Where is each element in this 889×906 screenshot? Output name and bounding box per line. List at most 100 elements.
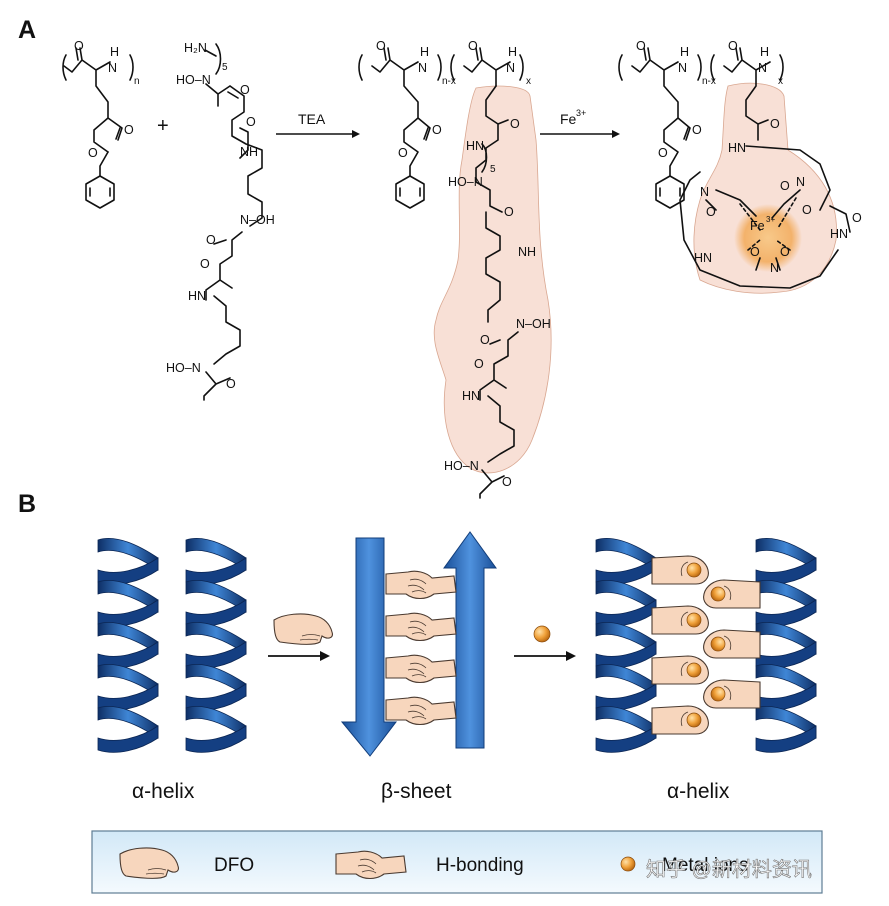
atom-nh: NH	[518, 245, 536, 259]
dfo-hand-icon	[273, 613, 333, 645]
atom-o: O	[240, 83, 250, 97]
caption-alpha-helix-left: α-helix	[132, 780, 195, 803]
atom-o: O	[226, 377, 236, 391]
atom-o: O	[728, 39, 738, 53]
fe-ion-label: Fe	[750, 219, 765, 233]
atom-o3: O	[88, 146, 98, 160]
reagent-tea: TEA	[298, 111, 326, 127]
hbond-handshake-3	[385, 654, 457, 684]
atom-n: N	[418, 61, 427, 75]
alpha-helix-left-2	[185, 538, 247, 753]
atom-o: O	[658, 146, 668, 160]
atom-o: O	[206, 233, 216, 247]
atom-hn: HN	[694, 251, 712, 265]
hbond-handshake-2	[385, 612, 457, 642]
atom-o: O	[74, 39, 84, 53]
sub-n: n	[134, 76, 140, 87]
atom-o: O	[432, 123, 442, 137]
molecule-pblg: O H N n O O	[62, 39, 140, 209]
atom-o: O	[510, 117, 520, 131]
atom-o: O	[200, 257, 210, 271]
atom-hn: HN	[462, 389, 480, 403]
atom-o: O	[692, 123, 702, 137]
sub-nx: n-x	[442, 76, 456, 87]
legend-dfo-label: DFO	[214, 855, 254, 876]
atom-o: O	[750, 245, 760, 259]
atom-hn: HN	[830, 227, 848, 241]
atom-o: O	[474, 357, 484, 371]
atom-o: O	[780, 245, 790, 259]
atom-hon: HO–N	[448, 175, 483, 189]
arrow-tea: TEA	[276, 111, 360, 138]
metal-ion-icon	[533, 625, 551, 643]
atom-n: N	[758, 61, 767, 75]
atom-o: O	[468, 39, 478, 53]
panel-label-a: A	[18, 16, 36, 44]
atom-n: N	[678, 61, 687, 75]
atom-noh: N–OH	[240, 213, 275, 227]
atom-o: O	[502, 475, 512, 489]
atom-h: H	[110, 45, 119, 59]
atom-n: N	[700, 185, 709, 199]
atom-o: O	[802, 203, 812, 217]
legend-metal-icon	[620, 856, 636, 872]
caption-beta-sheet: β-sheet	[381, 780, 452, 803]
atom-o: O	[636, 39, 646, 53]
atom-o: O	[780, 179, 790, 193]
atom-h: H	[420, 45, 429, 59]
arrow-b1	[268, 651, 330, 661]
caption-alpha-helix-right: α-helix	[667, 780, 730, 803]
atom-o: O	[504, 205, 514, 219]
sub-x: x	[526, 76, 531, 87]
atom-hon: HO–N	[444, 459, 479, 473]
atom-hon: HO–N	[176, 73, 211, 87]
atom-n: N	[770, 261, 779, 275]
hbond-handshake-4	[385, 696, 457, 726]
reagent-fe-charge: 3+	[576, 108, 586, 118]
arrow-b2	[514, 651, 576, 661]
atom-n: N	[108, 61, 117, 75]
atom-h: H	[508, 45, 517, 59]
atom-hn: HN	[188, 289, 206, 303]
alpha-helix-left-1	[97, 538, 159, 753]
atom-o: O	[852, 211, 862, 225]
sub-nx: n-x	[702, 76, 716, 87]
atom-o: O	[246, 115, 256, 129]
reagent-fe: Fe	[560, 111, 577, 127]
atom-n: N	[506, 61, 515, 75]
beta-sheet	[340, 531, 497, 757]
sub-5: 5	[222, 62, 228, 73]
fe-glow	[734, 204, 802, 272]
atom-o: O	[376, 39, 386, 53]
molecule-grafted: O H N n-x O H N x O O O HN 5 HO–N O NH N…	[358, 39, 552, 499]
atom-o: O	[770, 117, 780, 131]
atom-o: O	[398, 146, 408, 160]
alpha-helix-right-2	[755, 538, 817, 753]
legend-box: DFO H-bonding Metal ions	[91, 830, 823, 894]
atom-h: H	[680, 45, 689, 59]
molecule-dfo: H₂N 5 HO–N O O NH N–OH O O HN HO–N O	[166, 41, 275, 401]
arrow-fe: Fe 3+	[540, 108, 620, 138]
molecule-fe-complex: O H N n-x O H N x O O O HN N O N O O O O…	[618, 39, 862, 294]
legend-hbond-label: H-bonding	[436, 855, 524, 876]
atom-hn: HN	[466, 139, 484, 153]
atom-nh: NH	[240, 145, 258, 159]
atom-o: O	[706, 205, 716, 219]
metal-coordination-hands	[651, 555, 761, 735]
hbond-handshake-1	[385, 570, 457, 600]
plus-sign: +	[157, 115, 169, 137]
sub-5: 5	[490, 164, 496, 175]
sub-x: x	[778, 76, 783, 87]
atom-hon: HO–N	[166, 361, 201, 375]
watermark: 知乎 @新材料资讯	[646, 858, 812, 881]
atom-o2: O	[124, 123, 134, 137]
legend-metal-label: Metal ions	[662, 855, 749, 876]
atom-o: O	[480, 333, 490, 347]
atom-noh: N–OH	[516, 317, 551, 331]
alpha-helix-right-1	[595, 538, 657, 753]
atom-h: H	[760, 45, 769, 59]
atom-n: N	[796, 175, 805, 189]
atom-h2n: H₂N	[184, 41, 207, 55]
panel-label-b: B	[18, 490, 36, 518]
